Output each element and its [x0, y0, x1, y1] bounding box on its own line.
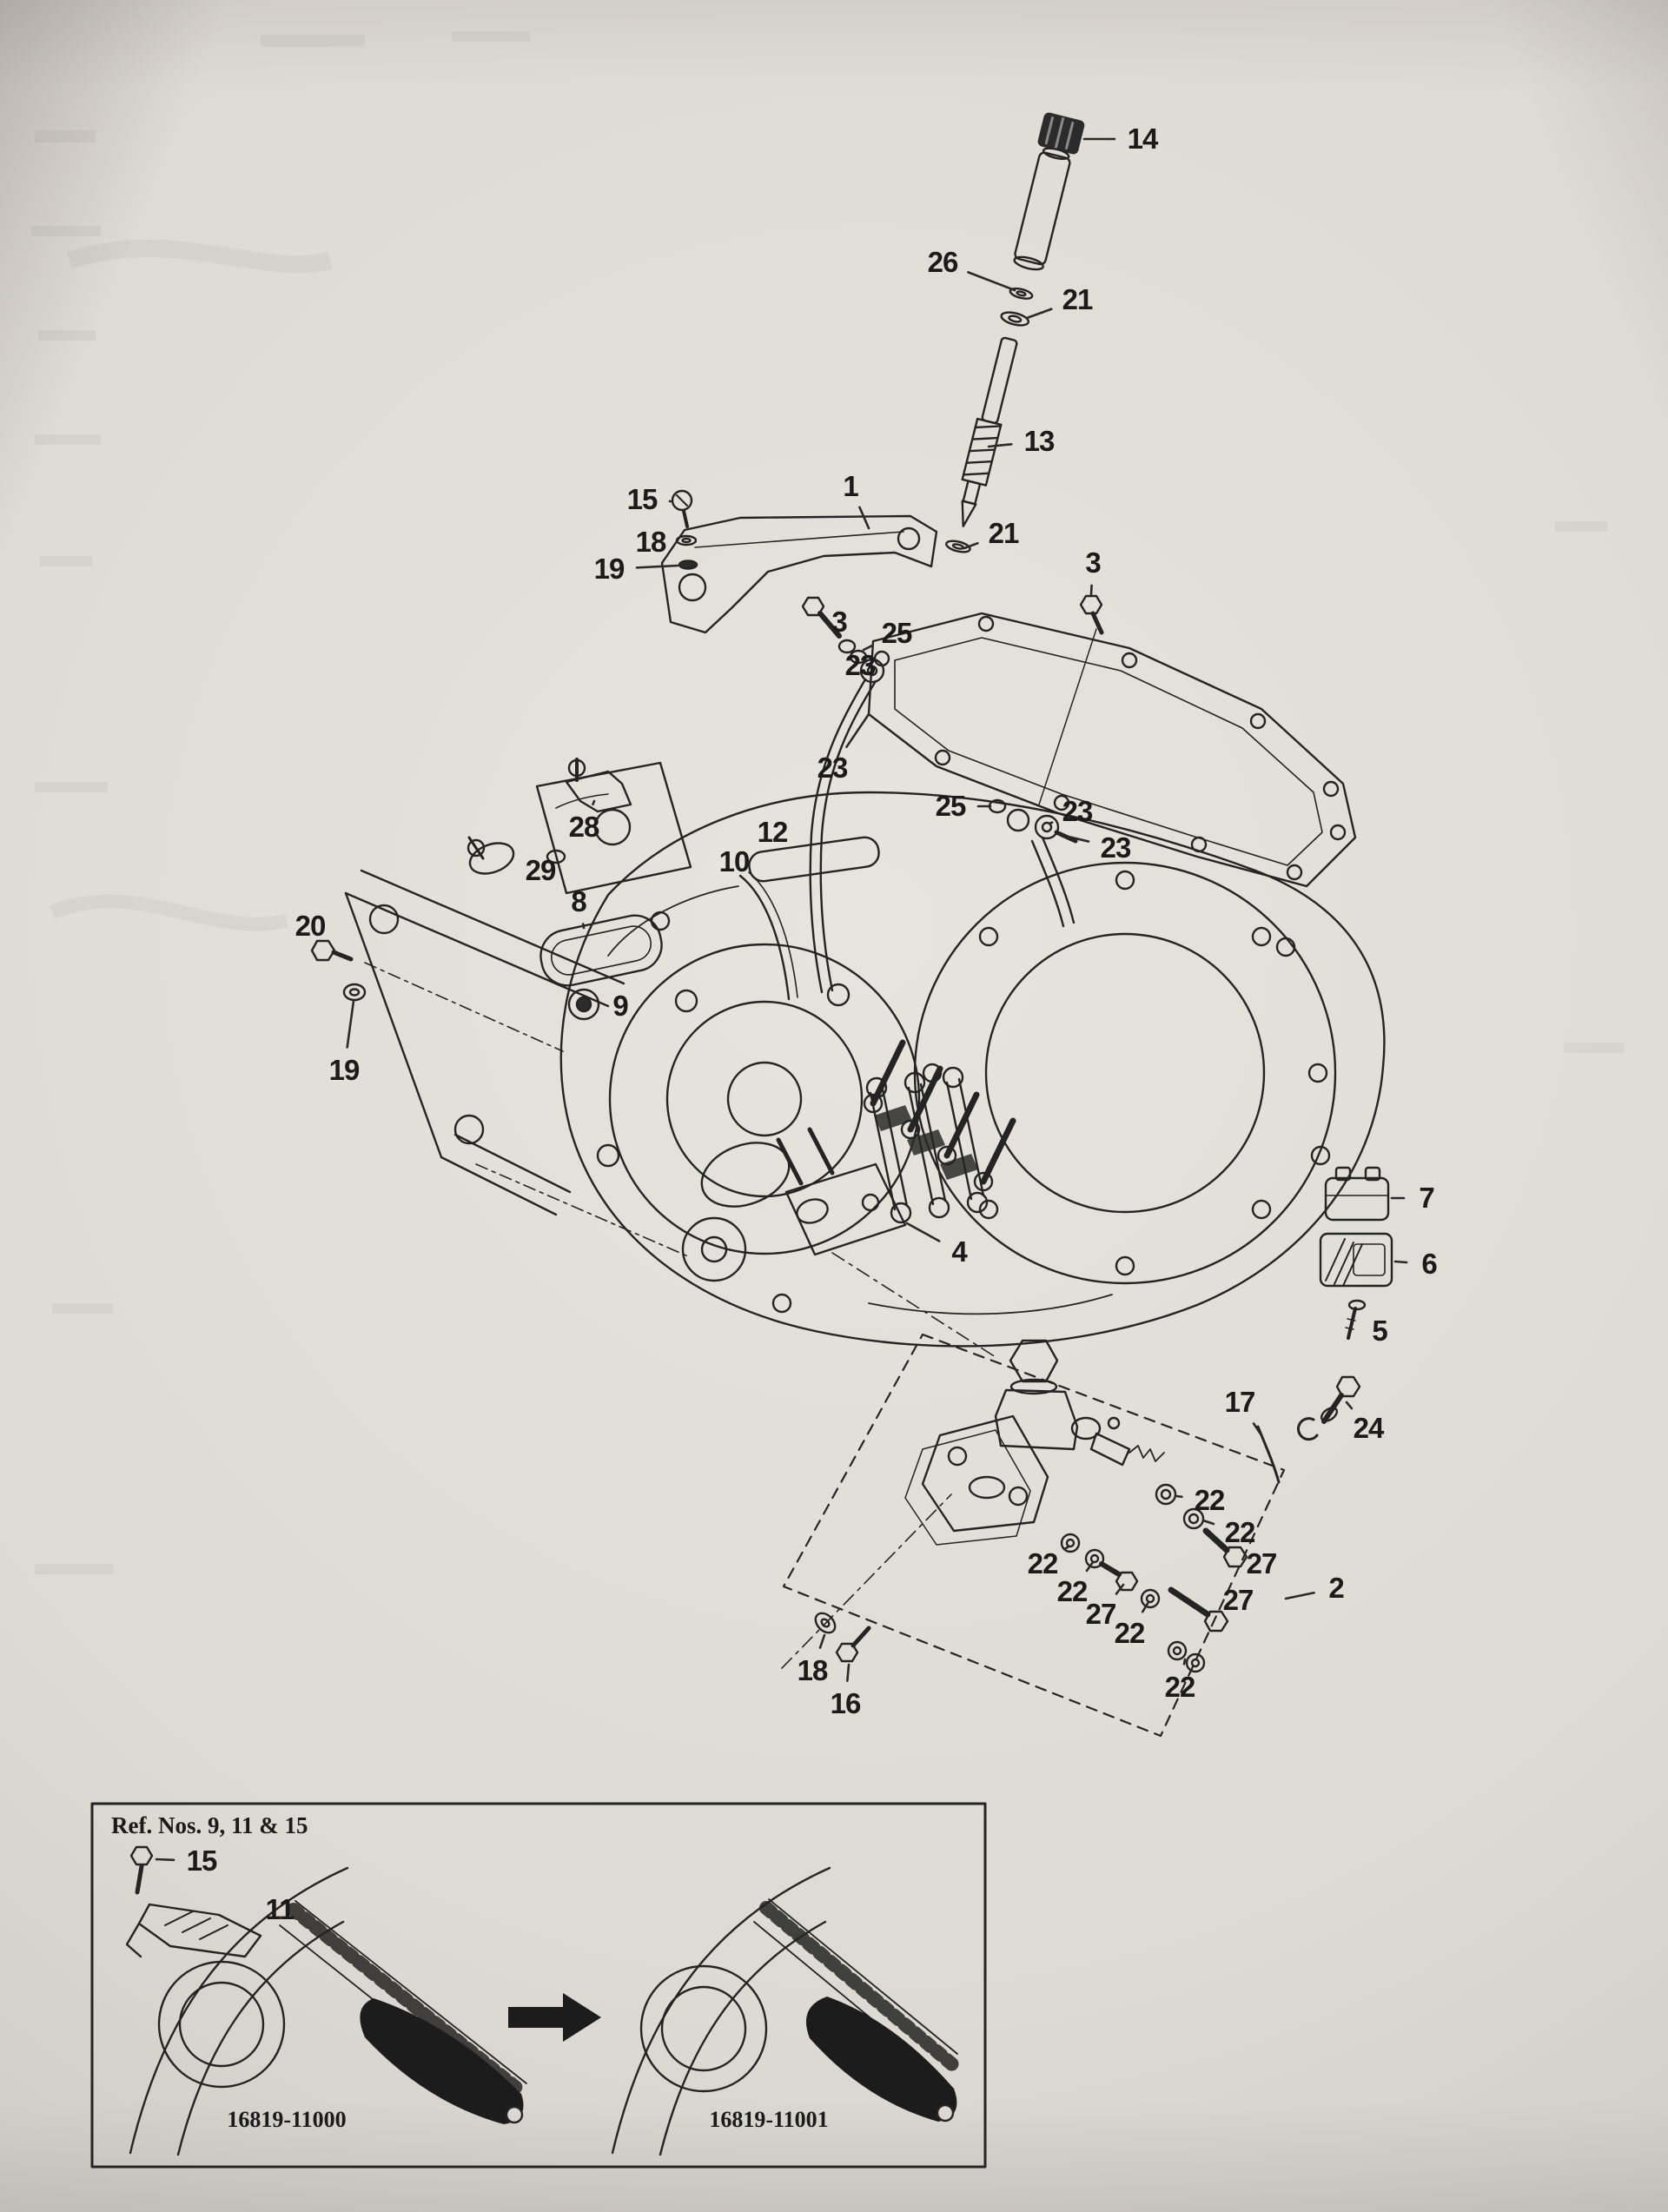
- callout-24: 24: [1353, 1412, 1385, 1444]
- cable-guides: [738, 836, 880, 1001]
- callout-10: 10: [718, 845, 751, 878]
- part-24-bolt: [1297, 1375, 1361, 1441]
- callout-19: 19: [593, 553, 626, 585]
- callout-25: 25: [935, 790, 967, 822]
- callout-23: 23: [1100, 831, 1132, 864]
- part-8-gasket: [539, 914, 663, 987]
- inset-right-drawing: [611, 1866, 959, 2156]
- cylinder-gasket: [867, 612, 1357, 888]
- part-5-screw: [1345, 1299, 1367, 1340]
- bolt-16-18: [814, 1612, 871, 1663]
- callout-9: 9: [612, 990, 628, 1022]
- callout-22: 22: [1224, 1516, 1256, 1548]
- callout-22: 22: [1027, 1547, 1059, 1580]
- oil-pump-boundary: [782, 1333, 1286, 1738]
- inset-left-drawing: [125, 1845, 527, 2156]
- callout-4: 4: [951, 1235, 967, 1268]
- callout-13: 13: [1023, 425, 1056, 457]
- callout-7: 7: [1419, 1182, 1434, 1214]
- callout-22: 22: [1114, 1617, 1146, 1649]
- inset-part-number-left: 16819-11000: [227, 2107, 347, 2132]
- callout-23: 23: [817, 752, 849, 784]
- callout-5: 5: [1372, 1315, 1387, 1347]
- callout-3: 3: [831, 606, 847, 638]
- callout-23: 23: [844, 649, 877, 681]
- part-6: [1319, 1232, 1393, 1288]
- callout-21: 21: [1062, 283, 1094, 315]
- top-bracket: [660, 514, 938, 634]
- callout-23: 23: [1062, 795, 1094, 827]
- callout-22: 22: [1164, 1671, 1196, 1703]
- callout-22: 22: [1194, 1484, 1226, 1516]
- inset-ref-note: Ref. Nos. 9, 11 & 15: [111, 1812, 308, 1838]
- inset-detail-box: [90, 1802, 987, 2169]
- callout-17: 17: [1224, 1386, 1256, 1418]
- callout-19: 19: [328, 1054, 361, 1086]
- callout-6: 6: [1421, 1248, 1437, 1280]
- inset-arrow-icon: [508, 1993, 601, 2042]
- callout-27: 27: [1085, 1598, 1117, 1630]
- alignment-line-bolt16: [781, 1493, 952, 1669]
- callout-12: 12: [757, 816, 789, 848]
- callout-21: 21: [988, 517, 1020, 549]
- callout-3: 3: [1085, 546, 1101, 579]
- part-4-plate: [776, 1127, 907, 1256]
- oil-pipes: [865, 1066, 989, 1224]
- callout-28: 28: [568, 811, 600, 843]
- callout-1: 1: [843, 470, 858, 502]
- callout-27: 27: [1246, 1547, 1278, 1580]
- callout-11: 11: [265, 1893, 295, 1925]
- upper-mount-plate: [535, 761, 692, 895]
- callout-15: 15: [626, 483, 659, 515]
- part-9-grommet: [567, 988, 600, 1021]
- callout-22: 22: [1056, 1575, 1089, 1607]
- scan-artifact: [31, 31, 1625, 1574]
- bolt-3-right: [1038, 594, 1104, 805]
- callout-29: 29: [525, 854, 557, 886]
- callout-2: 2: [1328, 1572, 1344, 1604]
- dipstick-assembly: [945, 112, 1085, 553]
- part-28-bracket: [565, 758, 632, 813]
- callout-8: 8: [571, 885, 586, 917]
- part-29-clamp: [467, 836, 566, 875]
- callout-26: 26: [927, 246, 959, 278]
- callout-15: 15: [186, 1844, 218, 1877]
- alignment-line: [831, 1252, 996, 1358]
- callout-18: 18: [635, 526, 667, 558]
- frame-bracket: [344, 869, 689, 1257]
- banjo-fitting-left: [801, 596, 885, 994]
- inset-part-number-right: 16819-11001: [709, 2107, 829, 2132]
- banjo-bolts: [1060, 1483, 1248, 1673]
- oil-pump: [904, 1339, 1165, 1546]
- bolt-15-18-19: [671, 489, 698, 570]
- part-7: [1324, 1166, 1390, 1222]
- part-20-bolt: [310, 939, 367, 1002]
- callout-27: 27: [1222, 1584, 1254, 1616]
- callout-20: 20: [295, 910, 327, 942]
- callout-14: 14: [1127, 123, 1159, 155]
- banjo-fitting-right: [988, 798, 1078, 928]
- callout-25: 25: [881, 617, 913, 649]
- callout-16: 16: [830, 1687, 862, 1719]
- callout-18: 18: [797, 1654, 829, 1686]
